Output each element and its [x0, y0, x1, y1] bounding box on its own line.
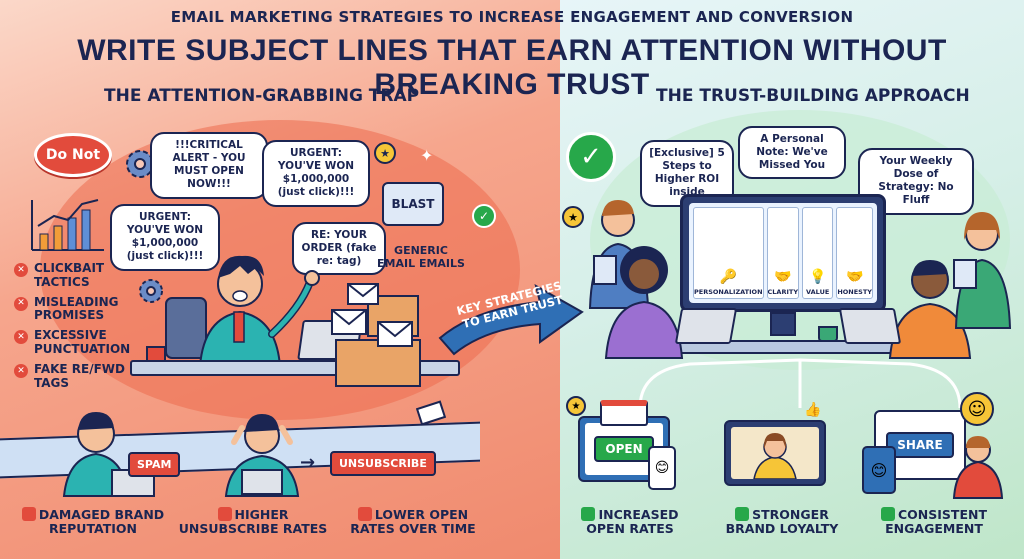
cheering-person-illustration — [952, 436, 1004, 499]
phone-smiley-icon-2: 😊 — [862, 446, 896, 494]
blast-label: BLAST — [391, 197, 435, 211]
critical-alert-bubble: !!!CRITICAL ALERT - YOU MUST OPEN NOW!!! — [150, 132, 268, 199]
tile-value: 💡VALUE — [802, 207, 834, 299]
frustrated-person-illustration — [224, 414, 300, 497]
woman-at-laptop-illustration — [604, 246, 684, 359]
screen-tiles: 🔑PERSONALIZATION 🤝CLARITY 💡VALUE 🤝HONEST… — [689, 203, 877, 303]
outcome-higher-unsubscribe: HIGHER UNSUBSCRIBE RATES — [178, 507, 328, 537]
tile-honesty: 🤝HONESTY — [836, 207, 873, 299]
man-with-tablet-illustration — [588, 200, 650, 309]
share-pill: SHARE — [886, 432, 954, 458]
blast-envelope-icon: BLAST — [382, 182, 444, 226]
check-icon-small: ✓ — [472, 204, 496, 228]
sparkle-icon: ✦ — [420, 146, 434, 165]
star-icon-right: ★ — [562, 206, 584, 228]
monitor-stand — [770, 312, 796, 336]
check-badge-icon: ✓ — [566, 132, 616, 182]
outcome-damaged-reputation: DAMAGED BRAND REPUTATION — [18, 507, 168, 537]
gear-icon-small — [139, 279, 163, 303]
thumbs-up-icon — [581, 507, 596, 521]
woman-with-tablet-illustration — [953, 212, 1012, 329]
thumbs-down-icon — [21, 507, 36, 521]
lightbulb-icon: 💡 — [808, 269, 827, 285]
laptop-right-2-icon — [838, 308, 902, 344]
laptop-loyalty-device — [724, 420, 826, 486]
pitfalls-list: ✕CLICKBAIT TACTICS ✕MISLEADING PROMISES … — [14, 261, 144, 396]
laptop-right-icon — [674, 308, 738, 344]
order-bubble: RE: YOUR ORDER (fake re: tag) — [292, 222, 386, 276]
urgent-bubble-top: URGENT: YOU'VE WON $1,000,000 (just clic… — [262, 140, 370, 207]
tile-clarity: 🤝CLARITY — [766, 207, 800, 299]
envelope-open-icon — [600, 400, 648, 426]
unsubscribe-tag: UNSUBSCRIBE — [330, 451, 436, 476]
personal-note-bubble: A Personal Note: We've Missed You — [738, 126, 846, 180]
spam-tag: SPAM — [128, 452, 181, 477]
outcome-increased-open-rates: INCREASED OPEN RATES — [560, 507, 700, 537]
outcome-stronger-loyalty: STRONGER BRAND LOYALTY — [725, 507, 839, 537]
cross-icon: ✕ — [14, 263, 28, 277]
thumbs-down-icon — [357, 507, 372, 521]
right-heading: THE TRUST-BUILDING APPROACH — [656, 86, 970, 106]
cross-icon: ✕ — [14, 363, 28, 378]
pitfall-item: ✕EXCESSIVE PUNCTUATION — [14, 328, 144, 357]
infographic-title: WRITE SUBJECT LINES THAT EARN ATTENTION … — [77, 34, 947, 101]
cross-icon: ✕ — [14, 296, 28, 311]
happy-woman-icon — [753, 433, 797, 479]
stressed-marketer-illustration — [165, 255, 320, 367]
open-pill: OPEN — [594, 436, 654, 462]
email-pile-icon — [331, 283, 421, 387]
left-heading: THE ATTENTION-GRABBING TRAP — [104, 86, 420, 106]
thumbs-up-icon-lower: 👍 — [804, 402, 822, 418]
pitfall-item: ✕CLICKBAIT TACTICS — [14, 261, 144, 290]
handshake-icon: 🤝 — [774, 269, 792, 285]
man-at-laptop-illustration — [888, 260, 972, 359]
outcome-lower-open-rates: LOWER OPEN RATES OVER TIME — [350, 507, 476, 537]
svg-text:★: ★ — [380, 147, 390, 160]
thumbs-down-icon — [217, 507, 232, 521]
do-not-badge: Do Not — [34, 133, 112, 177]
monitor-share-device: SHARE — [874, 410, 966, 480]
thumbs-up-icon — [735, 507, 750, 521]
thumbs-up-icon — [881, 507, 895, 521]
smiley-face-icon: ☺ — [960, 392, 994, 426]
key-strategies-arrow — [438, 283, 584, 356]
cross-icon: ✕ — [14, 330, 28, 345]
flying-envelope-icon — [416, 400, 446, 426]
key-icon: 🔑 — [719, 269, 737, 285]
infographic-subtitle: EMAIL MARKETING STRATEGIES TO INCREASE E… — [170, 8, 854, 26]
pitfall-item: ✕FAKE RE/FWD TAGS — [14, 362, 144, 391]
handshake-icon-2: 🤝 — [845, 269, 864, 285]
bar-chart-icon — [31, 199, 104, 251]
exclusive-bubble: [Exclusive] 5 Steps to Higher ROI inside — [640, 140, 734, 207]
urgent-bubble-left: URGENT: YOU'VE WON $1,000,000 (just clic… — [110, 204, 220, 271]
generic-email-label: GENERIC EMAIL EMAILS — [377, 244, 465, 271]
outcome-consistent-engagement: CONSISTENT ENGAGEMENT — [864, 507, 1004, 537]
phone-smiley-icon: 😊 — [648, 446, 676, 490]
arrow-right-icon: → — [300, 452, 316, 473]
connector-lines — [638, 358, 962, 409]
tile-personalization: 🔑PERSONALIZATION — [693, 207, 764, 299]
pitfall-item: ✕MISLEADING PROMISES — [14, 295, 144, 324]
coffee-mug-right-icon — [818, 326, 838, 342]
star-icon: ★ — [374, 142, 396, 164]
star-icon-lower: ★ — [566, 396, 586, 416]
monitor-screen: 🔑PERSONALIZATION 🤝CLARITY 💡VALUE 🤝HONEST… — [680, 194, 886, 312]
angry-person-illustration — [62, 412, 155, 497]
